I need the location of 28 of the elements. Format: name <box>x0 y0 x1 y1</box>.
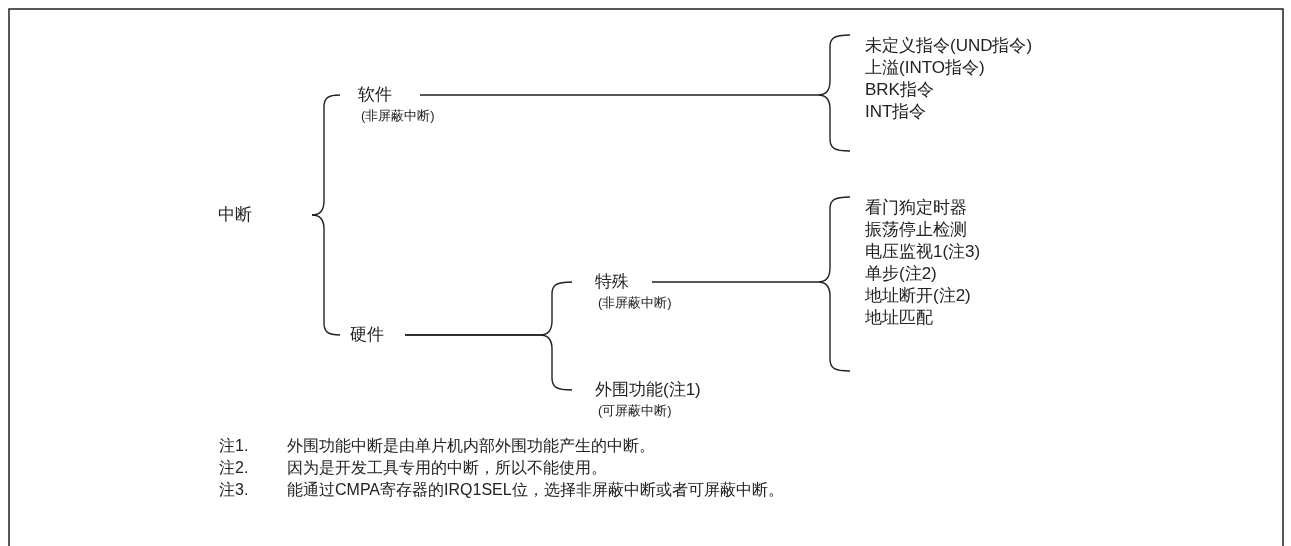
list-item: 地址匹配 <box>865 307 933 329</box>
brace-connector <box>404 334 573 391</box>
category-label: 硬件 <box>350 324 384 346</box>
brace-connector <box>311 214 341 336</box>
note-text: 因为是开发工具专用的中断，所以不能使用。 <box>287 458 607 478</box>
note-number: 注1. <box>219 436 249 456</box>
note-text: 能通过CMPA寄存器的IRQ1SEL位，选择非屏蔽中断或者可屏蔽中断。 <box>287 480 784 500</box>
category-subtitle: (可屏蔽中断) <box>598 402 672 420</box>
category-subtitle: (非屏蔽中断) <box>598 294 672 312</box>
category-label: 外围功能(注1) <box>595 379 701 401</box>
list-item: 单步(注2) <box>865 263 937 285</box>
category-label: 特殊 <box>595 271 629 293</box>
note-number: 注3. <box>219 480 249 500</box>
list-item: 看门狗定时器 <box>865 197 967 219</box>
list-item: 上溢(INTO指令) <box>865 57 985 79</box>
category-label: 软件 <box>358 84 392 106</box>
category-subtitle: (非屏蔽中断) <box>361 107 435 125</box>
brace-connector <box>419 34 851 152</box>
list-item: 地址断开(注2) <box>865 285 971 307</box>
category-label: 中断 <box>218 204 252 226</box>
list-item: 振荡停止检测 <box>865 219 967 241</box>
list-item: INT指令 <box>865 101 927 123</box>
list-item: 未定义指令(UND指令) <box>865 35 1033 57</box>
note-text: 外围功能中断是由单片机内部外围功能产生的中断。 <box>287 436 655 456</box>
list-item: 电压监视1(注3) <box>865 241 981 263</box>
note-number: 注2. <box>219 458 249 478</box>
list-item: BRK指令 <box>865 79 934 101</box>
brace-connector <box>651 196 851 372</box>
